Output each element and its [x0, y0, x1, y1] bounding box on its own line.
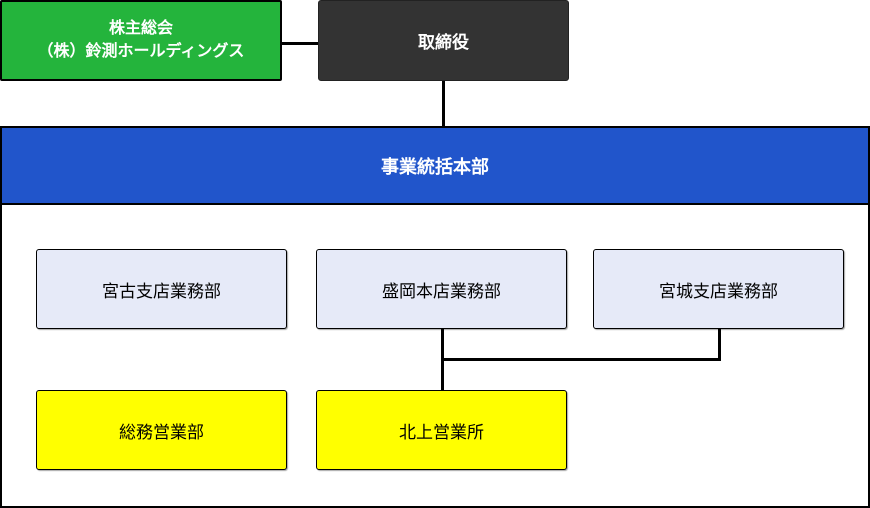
dept-miyako-box: 宮古支店業務部 — [36, 249, 287, 329]
office-somu-box: 総務営業部 — [36, 390, 287, 470]
shareholders-meeting-box: 株主総会 （株）鈴測ホールディングス — [0, 0, 282, 81]
office-somu-label: 総務営業部 — [119, 422, 204, 442]
dept-morioka-box: 盛岡本店業務部 — [316, 249, 567, 329]
dept-morioka-label: 盛岡本店業務部 — [382, 281, 501, 301]
business-headquarters-label: 事業統括本部 — [381, 156, 489, 177]
office-kitakami-box: 北上営業所 — [316, 390, 567, 470]
shareholders-meeting-line1: 株主総会 — [108, 20, 173, 38]
connector-shareholders-directors — [282, 42, 318, 45]
connector-horizontal-join — [441, 358, 721, 361]
connector-miyagi-join — [718, 329, 721, 361]
shareholders-meeting-line2: （株）鈴測ホールディングス — [37, 42, 245, 60]
office-kitakami-label: 北上営業所 — [399, 422, 484, 442]
dept-miyagi-label: 宮城支店業務部 — [659, 281, 778, 301]
board-of-directors-label: 取締役 — [418, 33, 469, 52]
board-of-directors-box: 取締役 — [318, 0, 569, 81]
dept-miyako-label: 宮古支店業務部 — [102, 281, 221, 301]
connector-directors-headquarters — [442, 81, 445, 127]
business-headquarters-banner: 事業統括本部 — [0, 126, 870, 205]
dept-miyagi-box: 宮城支店業務部 — [593, 249, 844, 329]
